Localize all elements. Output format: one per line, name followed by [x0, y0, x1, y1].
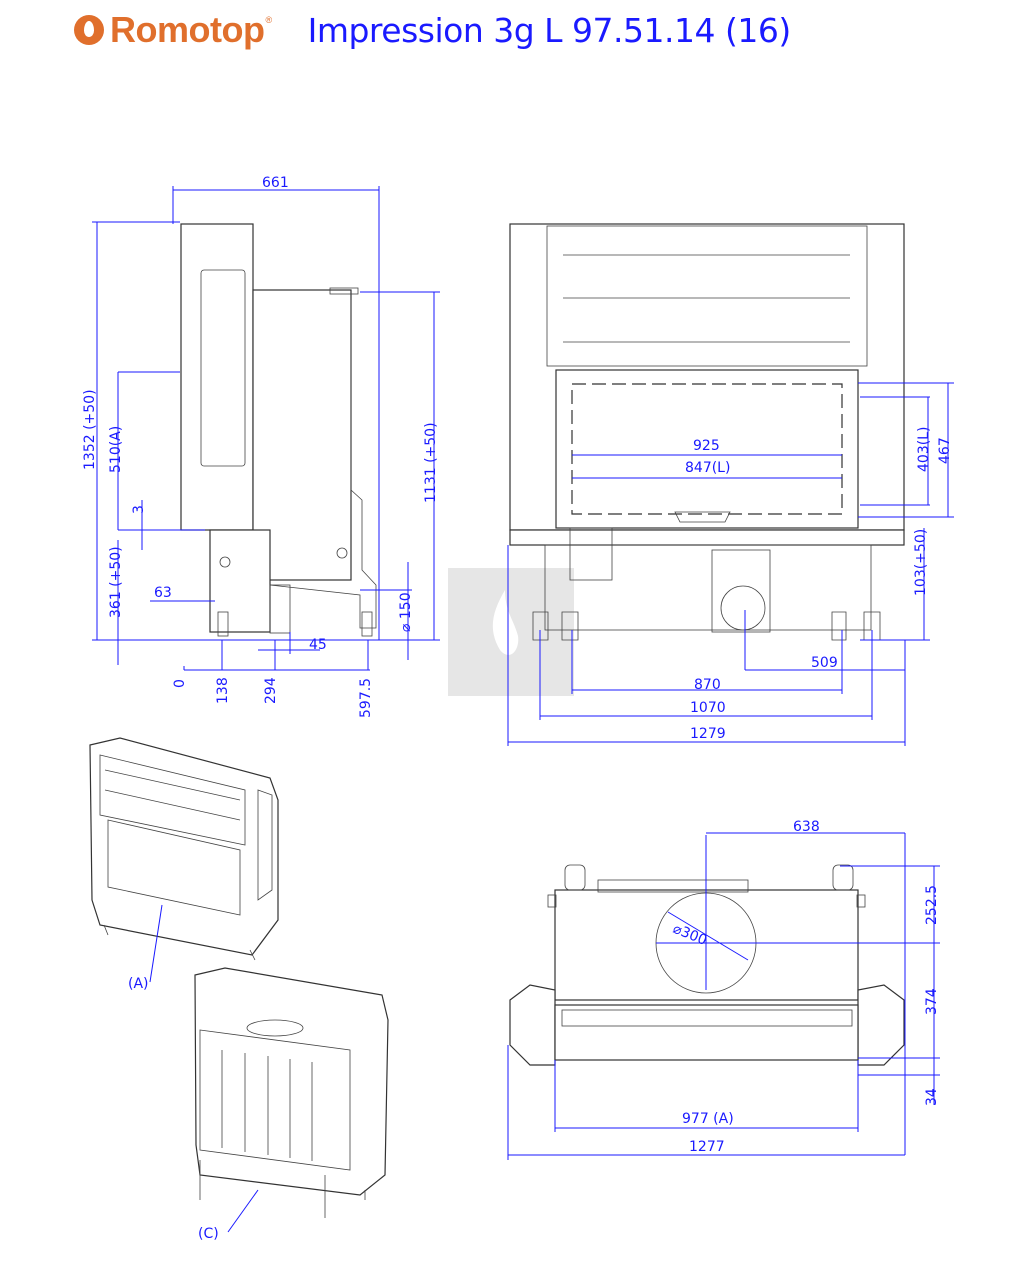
dim-870: 870	[694, 677, 721, 693]
dim-661: 661	[262, 175, 289, 191]
front-view-dimensions: 925 847(L) 403(L) 467 103(+50) 509 870 1…	[507, 382, 954, 746]
dim-1352: 1352 (+50)	[82, 389, 98, 470]
page-title: Impression 3g L 97.51.14 (16)	[307, 10, 792, 50]
romotop-logo: Romotop ®	[74, 9, 272, 51]
iso-view-front: (A)	[89, 737, 279, 992]
side-view-dimensions: 661 1352 (+50) 510(A) 3 361 (+50) 63 113…	[82, 175, 440, 718]
dim-34: 34	[924, 1088, 940, 1106]
dim-103: 103(+50)	[913, 529, 929, 596]
dim-361: 361 (+50)	[108, 546, 124, 618]
dim-977a: 977 (A)	[682, 1111, 734, 1127]
front-view	[509, 223, 905, 641]
registered-mark: ®	[265, 15, 272, 25]
dim-374: 374	[924, 988, 940, 1015]
dim-63: 63	[154, 585, 172, 601]
dim-597-5: 597.5	[358, 678, 374, 718]
dim-0: 0	[172, 679, 188, 688]
dim-252-5: 252.5	[924, 885, 940, 925]
dim-294: 294	[263, 677, 279, 704]
label-a: (A)	[128, 976, 149, 992]
top-view	[509, 864, 905, 1066]
dim-510a: 510(A)	[108, 426, 124, 473]
dim-1131: 1131 (+50)	[423, 422, 439, 503]
label-c: (C)	[198, 1226, 219, 1242]
dim-1279: 1279	[690, 726, 726, 742]
header: Romotop ® Impression 3g L 97.51.14 (16)	[74, 8, 791, 52]
dim-403l: 403(L)	[916, 427, 932, 472]
dim-847l: 847(L)	[685, 460, 730, 476]
dim-45: 45	[309, 637, 327, 653]
flame-watermark-icon	[492, 590, 519, 655]
dim-flue-150: ⌀ 150	[398, 592, 414, 632]
dim-1277: 1277	[689, 1139, 725, 1155]
side-view	[180, 223, 377, 637]
dim-638: 638	[793, 819, 820, 835]
dim-3: 3	[131, 505, 147, 514]
dim-138: 138	[215, 677, 231, 704]
dim-1070: 1070	[690, 700, 726, 716]
dim-509: 509	[811, 655, 838, 671]
flame-logo-icon	[74, 15, 104, 45]
iso-view-back: (C)	[194, 967, 389, 1242]
dim-925: 925	[693, 438, 720, 454]
brand-name: Romotop	[110, 9, 265, 50]
dim-467: 467	[937, 437, 953, 464]
